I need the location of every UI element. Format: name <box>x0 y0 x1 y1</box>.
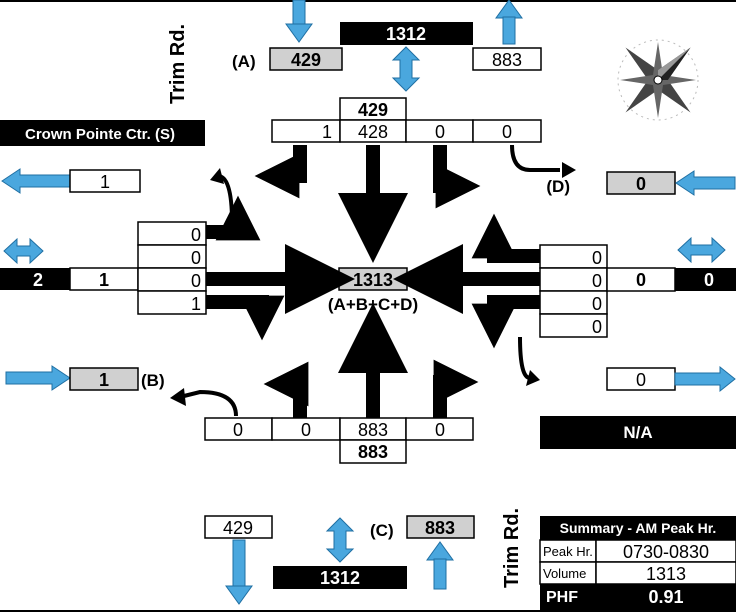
east-total-outer: 0 <box>704 270 714 290</box>
east-in-arrow <box>676 171 735 195</box>
south-total: 1312 <box>320 568 360 588</box>
west-total-left: 2 <box>33 270 43 290</box>
south-move-2: 0 <box>301 420 311 440</box>
north-out-volume: 883 <box>492 50 522 70</box>
south-move-4: 0 <box>435 420 445 440</box>
north-left-arrow <box>440 145 458 186</box>
summary-volume-value: 1313 <box>646 564 686 584</box>
north-move-3: 0 <box>435 122 445 142</box>
west-move-3: 0 <box>191 271 201 291</box>
south-left-arrow <box>286 384 300 418</box>
road-south-label: Trim Rd. <box>501 508 523 588</box>
north-move-2: 428 <box>358 122 388 142</box>
west-move-2: 0 <box>191 248 201 268</box>
north-move-1: 1 <box>322 122 332 142</box>
south-move-1: 0 <box>233 420 243 440</box>
north-in-tag: (A) <box>232 52 256 71</box>
summary-peak-value: 0730-0830 <box>623 542 709 562</box>
south-movement-row: 0 0 883 0 <box>205 418 473 440</box>
summary-phf-value: 0.91 <box>648 587 683 607</box>
east-right-arrow <box>494 236 540 256</box>
summary-table: Summary - AM Peak Hr. Peak Hr. 0730-0830… <box>540 516 736 610</box>
north-movement-row: 1 428 0 0 <box>272 120 541 142</box>
center-formula: (A+B+C+D) <box>328 295 418 314</box>
west-total-right: 1 <box>99 270 109 290</box>
east-move-1: 0 <box>592 248 602 268</box>
summary-title: Summary - AM Peak Hr. <box>560 520 717 536</box>
west-in-arrow <box>6 366 70 390</box>
south-approach-total: 883 <box>358 442 388 462</box>
west-move-1: 0 <box>191 225 201 245</box>
center-total: 1313 <box>353 270 393 290</box>
north-in-volume: 429 <box>291 50 321 70</box>
east-move-3: 0 <box>592 294 602 314</box>
north-right-arrow <box>277 145 300 176</box>
east-left-arrow <box>494 302 540 326</box>
road-north-label: Trim Rd. <box>167 24 189 104</box>
east-in-tag: (D) <box>546 177 570 196</box>
south-in-arrow <box>427 542 453 589</box>
summary-phf-label: PHF <box>546 589 578 606</box>
north-total: 1312 <box>386 24 426 44</box>
north-double-arrow <box>393 47 419 91</box>
south-out-arrow <box>226 540 252 604</box>
west-out-volume: 1 <box>100 172 110 192</box>
north-approach-total: 429 <box>358 100 388 120</box>
east-out-volume: 0 <box>636 370 646 390</box>
compass-rose-icon <box>593 15 723 145</box>
west-out-arrow <box>2 169 70 193</box>
east-double-arrow <box>678 238 725 262</box>
north-uturn-arrow <box>512 145 560 170</box>
west-in-tag: (B) <box>141 371 165 390</box>
south-move-3: 883 <box>358 420 388 440</box>
east-in-volume: 0 <box>636 174 646 194</box>
north-in-arrow <box>286 0 312 42</box>
east-out-arrow <box>675 367 735 391</box>
south-right-arrow <box>440 382 456 418</box>
east-move-2: 0 <box>592 271 602 291</box>
north-out-arrow <box>496 0 522 44</box>
west-movement-column: 0 0 0 1 <box>138 222 206 314</box>
road-west-label: Crown Pointe Ctr. (S) <box>25 126 175 143</box>
south-in-volume: 883 <box>425 518 455 538</box>
north-move-4: 0 <box>502 122 512 142</box>
road-east-label: N/A <box>623 423 652 442</box>
east-movement-column: 0 0 0 0 <box>540 245 607 337</box>
east-total-inner: 0 <box>636 270 646 290</box>
east-move-4: 0 <box>592 317 602 337</box>
summary-peak-label: Peak Hr. <box>543 544 593 559</box>
south-double-arrow <box>327 518 353 562</box>
summary-volume-label: Volume <box>543 566 586 581</box>
south-out-volume: 429 <box>223 518 253 538</box>
west-move-4: 1 <box>191 294 201 314</box>
south-in-tag: (C) <box>370 521 394 540</box>
west-right-arrow <box>206 302 262 318</box>
west-double-arrow <box>4 239 43 263</box>
west-in-volume: 1 <box>99 370 109 390</box>
